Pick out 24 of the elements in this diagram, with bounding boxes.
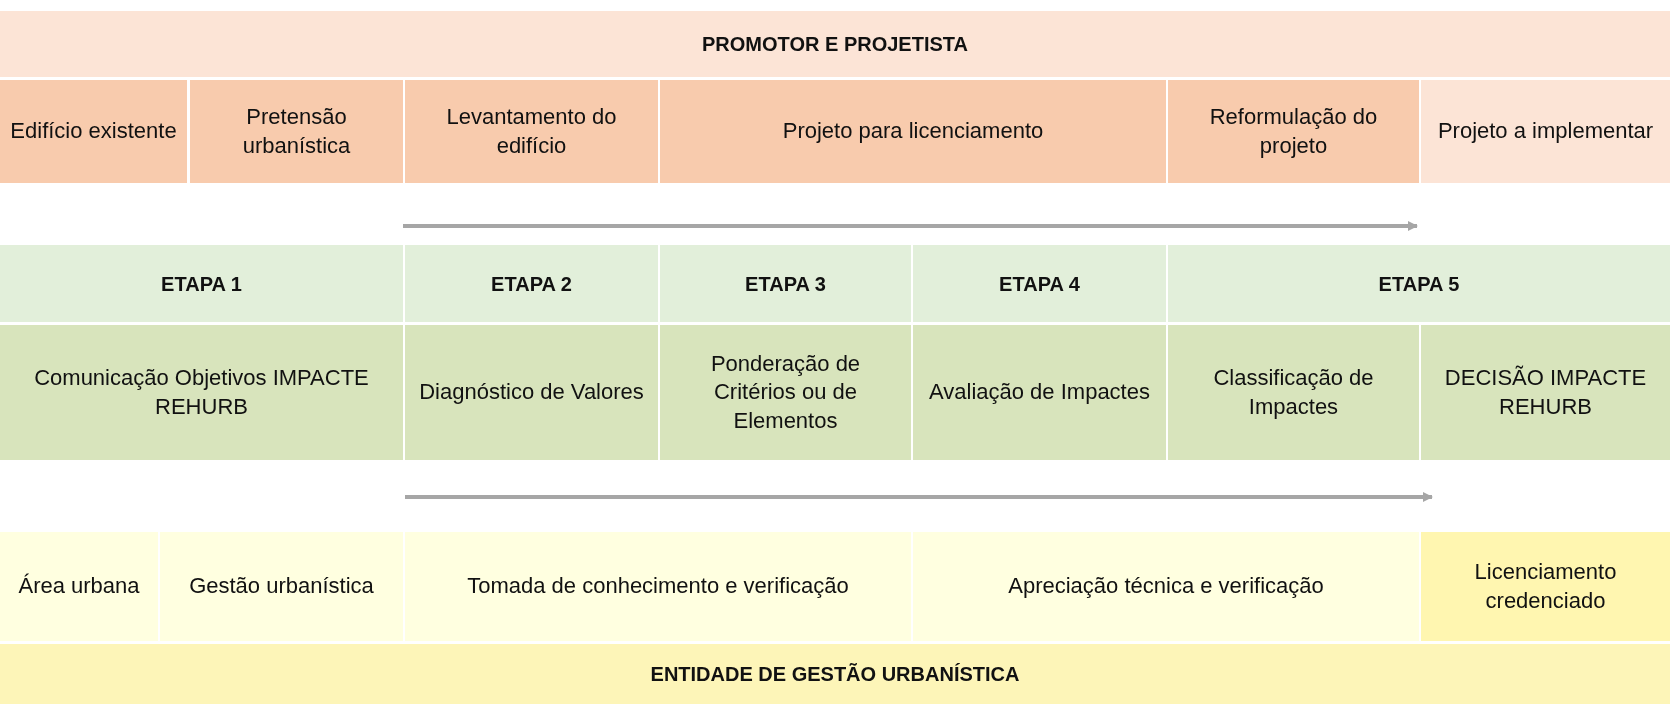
phase-header: ETAPA 5 (1168, 245, 1670, 322)
stage-box: Pretensão urbanística (190, 80, 403, 183)
phase-box: Diagnóstico de Valores (405, 325, 658, 460)
stage-box: Gestão urbanística (160, 532, 403, 641)
phase-box: Ponderação de Critérios ou de Elementos (660, 325, 911, 460)
stage-box: Projeto para licenciamento (660, 80, 1166, 183)
stage-box: Apreciação técnica e verificação (913, 532, 1419, 641)
title-band: ENTIDADE DE GESTÃO URBANÍSTICA (0, 644, 1670, 704)
phase-box: Comunicação Objetivos IMPACTE REHURB (0, 325, 403, 460)
stage-box: Tomada de conhecimento e verificação (405, 532, 911, 641)
stage-box: Levantamento do edifício (405, 80, 658, 183)
phase-box: Classificação de Impactes (1168, 325, 1419, 460)
stage-box: Edifício existente (0, 80, 187, 183)
phase-box: DECISÃO IMPACTE REHURB (1421, 325, 1670, 460)
phase-header: ETAPA 1 (0, 245, 403, 322)
stage-box: Licenciamento credenciado (1421, 532, 1670, 641)
phase-header: ETAPA 3 (660, 245, 911, 322)
phase-header: ETAPA 2 (405, 245, 658, 322)
phase-header: ETAPA 4 (913, 245, 1166, 322)
stage-box: Reformulação do projeto (1168, 80, 1419, 183)
phase-box: Avaliação de Impactes (913, 325, 1166, 460)
stage-box: Projeto a implementar (1421, 80, 1670, 183)
stage-box: Área urbana (0, 532, 158, 641)
title-band: PROMOTOR E PROJETISTA (0, 11, 1670, 77)
